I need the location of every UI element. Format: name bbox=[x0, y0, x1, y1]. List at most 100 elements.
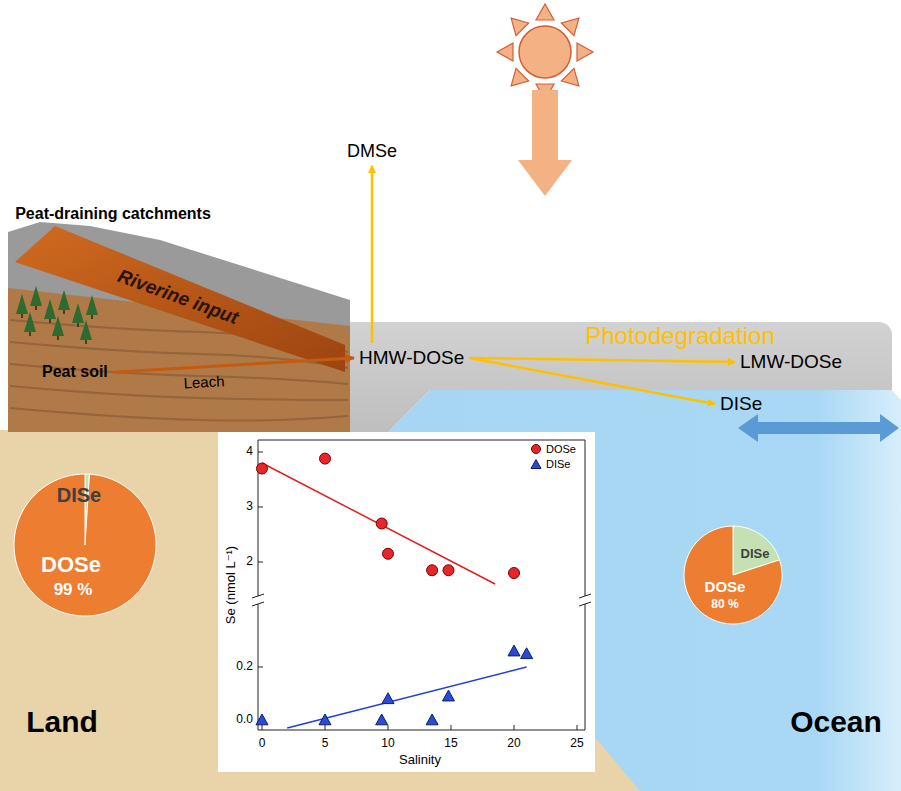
product-label: DMSe bbox=[345, 140, 399, 163]
product-label: LMW-DOSe bbox=[738, 350, 844, 374]
legend-swatch bbox=[530, 458, 542, 470]
dose-trend-line bbox=[262, 463, 495, 584]
y-tick-label: 0.2 bbox=[236, 660, 253, 674]
x-tick bbox=[514, 725, 515, 730]
dise-point bbox=[508, 645, 520, 656]
x-tick bbox=[577, 725, 578, 730]
y-tick bbox=[258, 452, 263, 453]
tree bbox=[86, 295, 98, 315]
pie-text: DOSe bbox=[705, 578, 746, 595]
dose-point bbox=[427, 565, 438, 576]
dose-point bbox=[509, 568, 520, 579]
legend-row: DISe bbox=[530, 458, 570, 471]
sun-ray bbox=[511, 18, 529, 36]
dise-point bbox=[426, 714, 438, 725]
x-tick-label: 0 bbox=[259, 737, 266, 751]
catchment-title: Peat-draining catchments bbox=[15, 205, 211, 223]
soil-line bbox=[10, 386, 348, 400]
tree bbox=[52, 316, 64, 336]
pie-text: 99 % bbox=[54, 580, 93, 600]
y-tick-label: 4 bbox=[246, 445, 253, 459]
y-tick bbox=[258, 562, 263, 563]
flow-arrow bbox=[469, 358, 735, 362]
dose-point bbox=[257, 463, 268, 474]
sun-ray bbox=[561, 68, 579, 86]
x-tick bbox=[451, 725, 452, 730]
dise-point bbox=[521, 648, 533, 659]
plot-frame bbox=[258, 440, 585, 441]
y-tick bbox=[258, 667, 263, 668]
y-tick bbox=[258, 507, 263, 508]
source-label: Peat soil bbox=[40, 362, 110, 382]
x-tick-label: 20 bbox=[507, 737, 520, 751]
dise-point bbox=[319, 714, 331, 725]
legend-marker bbox=[531, 460, 541, 469]
product-label: DISe bbox=[718, 392, 764, 416]
dose-point bbox=[383, 548, 394, 559]
tree-trunk bbox=[85, 340, 87, 344]
tree bbox=[80, 320, 92, 340]
pie-slice bbox=[14, 474, 156, 616]
sun-ray bbox=[561, 18, 579, 36]
edge-label: Leach bbox=[184, 372, 226, 392]
forest bbox=[16, 286, 98, 344]
sun-ray bbox=[511, 68, 529, 86]
tree-trunk bbox=[77, 323, 79, 327]
axis-title: Salinity bbox=[399, 753, 441, 768]
tree-trunk bbox=[29, 332, 31, 336]
node-text: LMW-DOSe bbox=[740, 351, 842, 373]
flow-arrow bbox=[371, 166, 374, 343]
x-tick-label: 15 bbox=[444, 737, 457, 751]
tree-trunk bbox=[91, 315, 93, 319]
dose-point bbox=[376, 518, 387, 529]
y-tick-label: 3 bbox=[246, 500, 253, 514]
sun-ray bbox=[577, 43, 593, 61]
flow-arrow bbox=[469, 358, 715, 404]
x-tick bbox=[325, 725, 326, 730]
exchange-arrow bbox=[738, 414, 899, 442]
dise-point bbox=[442, 690, 454, 701]
dise-point bbox=[256, 714, 268, 725]
legend-text: DISe bbox=[546, 458, 570, 471]
pie-text: DOSe bbox=[41, 552, 101, 577]
tree bbox=[30, 286, 42, 306]
pie-slice bbox=[684, 526, 782, 624]
process-label: Photodegradation bbox=[585, 322, 775, 350]
dise-point bbox=[382, 693, 394, 704]
tree bbox=[24, 312, 36, 332]
tree bbox=[58, 290, 70, 310]
tree-trunk bbox=[49, 319, 51, 323]
pie-chart: DISeDOSe 99 % bbox=[13, 473, 157, 617]
axis-break bbox=[252, 602, 264, 606]
tree-trunk bbox=[57, 336, 59, 340]
dose-point bbox=[443, 565, 454, 576]
node-text: DISe bbox=[720, 393, 762, 415]
y-tick-label: 0.0 bbox=[236, 713, 253, 727]
sun bbox=[497, 4, 593, 100]
x-tick-label: 25 bbox=[570, 737, 583, 751]
soil-line bbox=[10, 364, 348, 384]
axis-break bbox=[579, 594, 591, 598]
y-axis bbox=[258, 440, 259, 596]
tree-trunk bbox=[21, 314, 23, 318]
legend-row: DOSe bbox=[530, 443, 576, 456]
node-text: HMW-DOSe bbox=[359, 347, 464, 369]
scatter-plot bbox=[252, 440, 591, 730]
legend-text: DOSe bbox=[546, 443, 576, 456]
x-tick bbox=[388, 725, 389, 730]
sun-disc bbox=[519, 26, 571, 78]
tree bbox=[16, 294, 28, 314]
axis-break bbox=[579, 602, 591, 606]
pie-text: DISe bbox=[57, 484, 101, 507]
chart-panel bbox=[218, 432, 595, 772]
flow-arrow bbox=[113, 358, 354, 372]
axis-title: Se (nmol L⁻¹) bbox=[224, 546, 239, 624]
region-label: Ocean bbox=[790, 705, 882, 740]
pie-text: DISe bbox=[741, 547, 770, 562]
legend-swatch bbox=[530, 443, 542, 455]
soil-line bbox=[10, 408, 348, 421]
